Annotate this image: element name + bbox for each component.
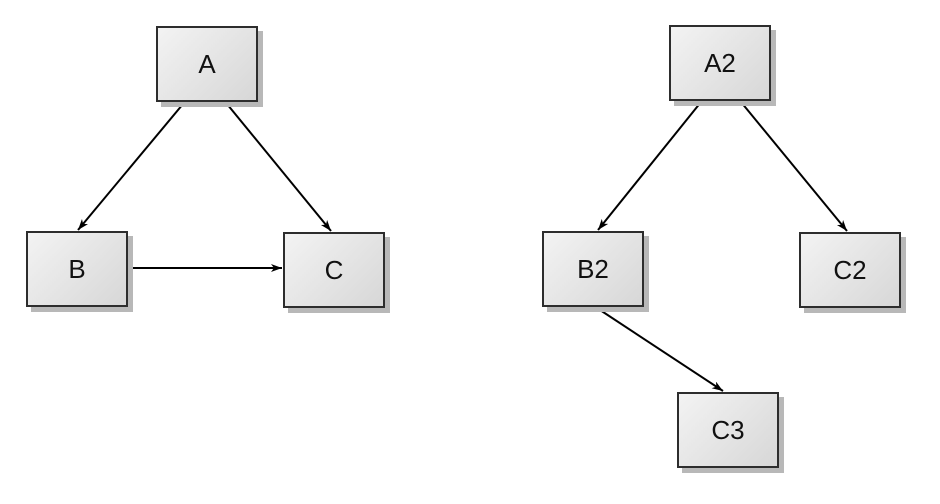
edge-B2-to-C3 bbox=[596, 307, 724, 392]
edge-A2-to-C2 bbox=[740, 101, 848, 232]
node-A: A bbox=[156, 26, 258, 102]
edge-A-to-B bbox=[77, 103, 184, 231]
node-C2: C2 bbox=[799, 232, 901, 308]
edge-A2-to-B2 bbox=[597, 101, 702, 231]
edge-A-to-C bbox=[226, 103, 332, 232]
node-A2: A2 bbox=[669, 25, 771, 101]
node-B: B bbox=[26, 231, 128, 307]
node-C3: C3 bbox=[677, 392, 779, 468]
node-C: C bbox=[283, 232, 385, 308]
node-B2: B2 bbox=[542, 231, 644, 307]
